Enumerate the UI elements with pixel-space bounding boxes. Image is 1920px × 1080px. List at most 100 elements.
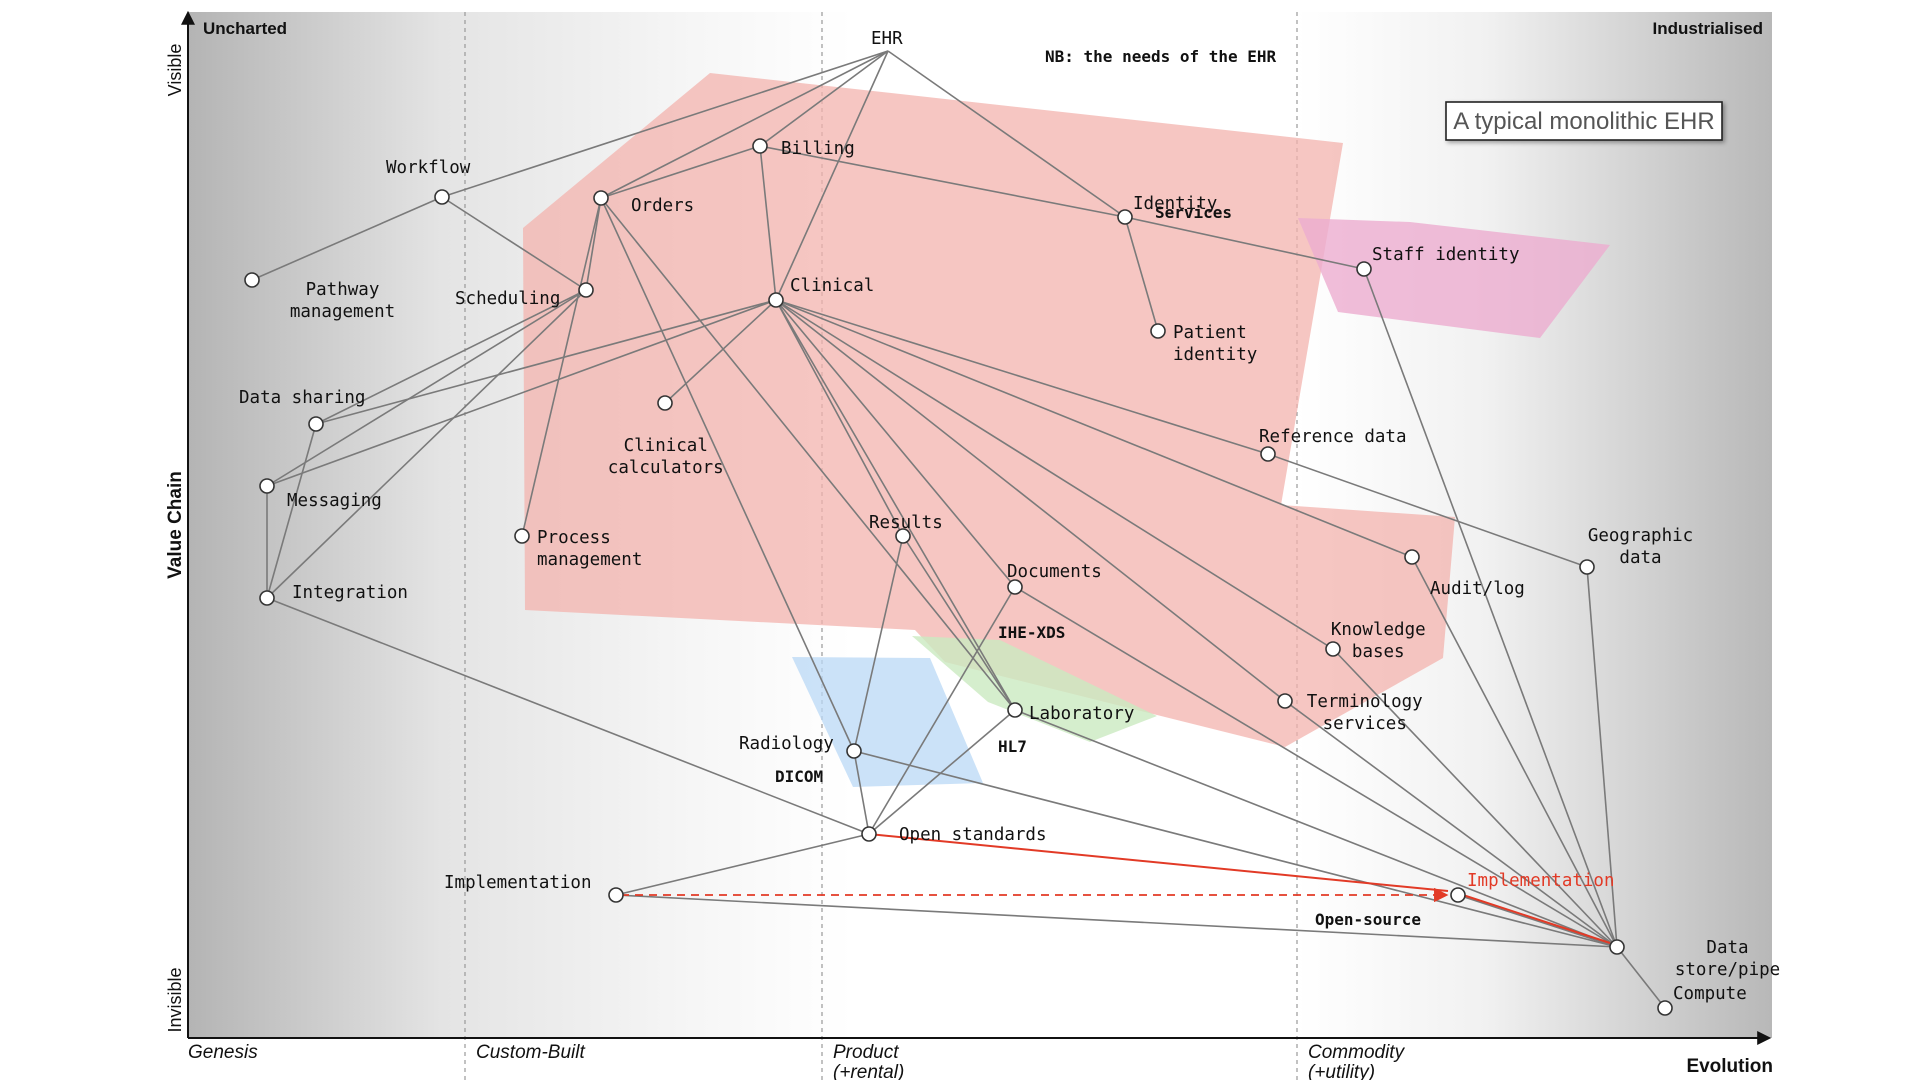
component-label-orders: Orders [631,196,694,216]
edge-ehr-workflow [441,50,889,198]
component-node-impl[interactable] [608,887,624,903]
annotation-open-source: Open-source [1315,910,1421,929]
component-node-datastore[interactable] [1609,939,1625,955]
component-openstd[interactable]: Open standards [861,825,1047,845]
component-node-clinical[interactable] [768,292,784,308]
component-node-documents[interactable] [1007,579,1023,595]
component-laboratory[interactable]: Laboratory [1007,702,1134,724]
component-node-calculators[interactable] [657,395,673,411]
component-node-impl2[interactable] [1450,887,1466,903]
edge-workflow-scheduling [441,196,587,291]
component-node-identity[interactable] [1117,209,1133,225]
edge-kb-datastore [1332,648,1618,948]
component-label-kb: Knowledge [1331,620,1426,640]
component-node-staff[interactable] [1356,261,1372,277]
component-clinical[interactable]: Clinical [768,276,874,308]
component-scheduling[interactable]: Scheduling [455,282,594,309]
component-radiology[interactable]: Radiology [739,734,862,759]
component-node-patientid[interactable] [1150,323,1166,339]
component-node-orders[interactable] [593,190,609,206]
component-label-clinical: Clinical [790,276,874,296]
component-node-audit[interactable] [1404,549,1420,565]
component-refdata[interactable]: Reference data [1259,427,1407,462]
edge-billing-clinical [759,145,777,301]
component-label-ehr: EHR [871,29,903,49]
edge-clinical-laboratory [775,299,1016,711]
component-node-integration[interactable] [259,590,275,606]
component-billing[interactable]: Billing [752,138,855,159]
component-node-billing[interactable] [752,138,768,154]
component-identity[interactable]: Identity [1117,194,1217,225]
stage-genesis: Genesis [188,1042,258,1063]
component-results[interactable]: Results [869,513,943,544]
component-label-messaging: Messaging [287,491,382,511]
edge-radiology-datastore [853,750,1618,948]
component-impl[interactable]: Implementation [444,873,624,903]
component-ehr[interactable]: EHR [871,29,903,49]
annotation-hl7: HL7 [998,737,1027,756]
annotation-dicom: DICOM [775,767,823,786]
edge-audit-datastore [1411,556,1618,948]
component-node-messaging[interactable] [259,478,275,494]
edge-ehr-billing [759,50,889,147]
component-label-datastore: Data [1706,938,1748,958]
edge-ehr-identity [887,50,1126,218]
component-integration[interactable]: Integration [259,583,408,606]
edge-clinical-kb [775,299,1334,650]
component-label-patientid: identity [1173,345,1257,365]
component-node-process[interactable] [514,528,530,544]
component-node-openstd[interactable] [861,826,877,842]
component-workflow[interactable]: Workflow [386,158,471,205]
component-node-scheduling[interactable] [578,282,594,298]
component-label-compute: Compute [1673,984,1747,1004]
component-node-results[interactable] [895,528,911,544]
component-node-refdata[interactable] [1260,446,1276,462]
edge-clinical-calculators [664,299,777,404]
component-label-billing: Billing [781,139,855,159]
component-staff[interactable]: Staff identity [1356,245,1520,277]
component-node-workflow[interactable] [434,189,450,205]
evolution-arrow-solid [868,833,1449,892]
map-note: NB: the needs of the EHR [1045,47,1277,66]
component-compute[interactable]: Compute [1657,984,1747,1016]
component-label-identity: Identity [1133,194,1217,214]
component-node-datasharing[interactable] [308,416,324,432]
edge-documents-datastore [1014,586,1618,948]
component-documents[interactable]: Documents [1007,562,1102,595]
edge-scheduling-datasharing [315,289,587,425]
component-label-calculators: calculators [608,458,724,478]
component-node-terminology[interactable] [1277,693,1293,709]
axes [181,10,1772,1045]
component-node-laboratory[interactable] [1007,702,1023,718]
edge-clinical-messaging [266,299,777,487]
component-impl2[interactable]: Implementation [1450,871,1615,903]
edge-orders-process [521,197,602,537]
component-node-pathway[interactable] [244,272,260,288]
component-node-geo[interactable] [1579,559,1595,575]
component-node-radiology[interactable] [846,743,862,759]
edge-clinical-audit [775,299,1413,558]
edge-identity-staff [1124,216,1365,270]
edge-billing-identity [759,145,1126,218]
stage-commodity-sub: (+utility) [1308,1062,1375,1080]
component-label-scheduling: Scheduling [455,289,560,309]
component-audit[interactable]: Audit/log [1404,549,1525,599]
component-node-compute[interactable] [1657,1000,1673,1016]
component-datasharing[interactable]: Data sharing [239,388,365,432]
component-label-datasharing: Data sharing [239,388,365,408]
edge-orders-laboratory [600,197,1016,711]
component-messaging[interactable]: Messaging [259,478,382,511]
component-node-kb[interactable] [1325,641,1341,657]
edge-geo-datastore [1586,566,1618,948]
edge-laboratory-datastore [1014,709,1618,948]
component-orders[interactable]: Orders [593,190,694,216]
